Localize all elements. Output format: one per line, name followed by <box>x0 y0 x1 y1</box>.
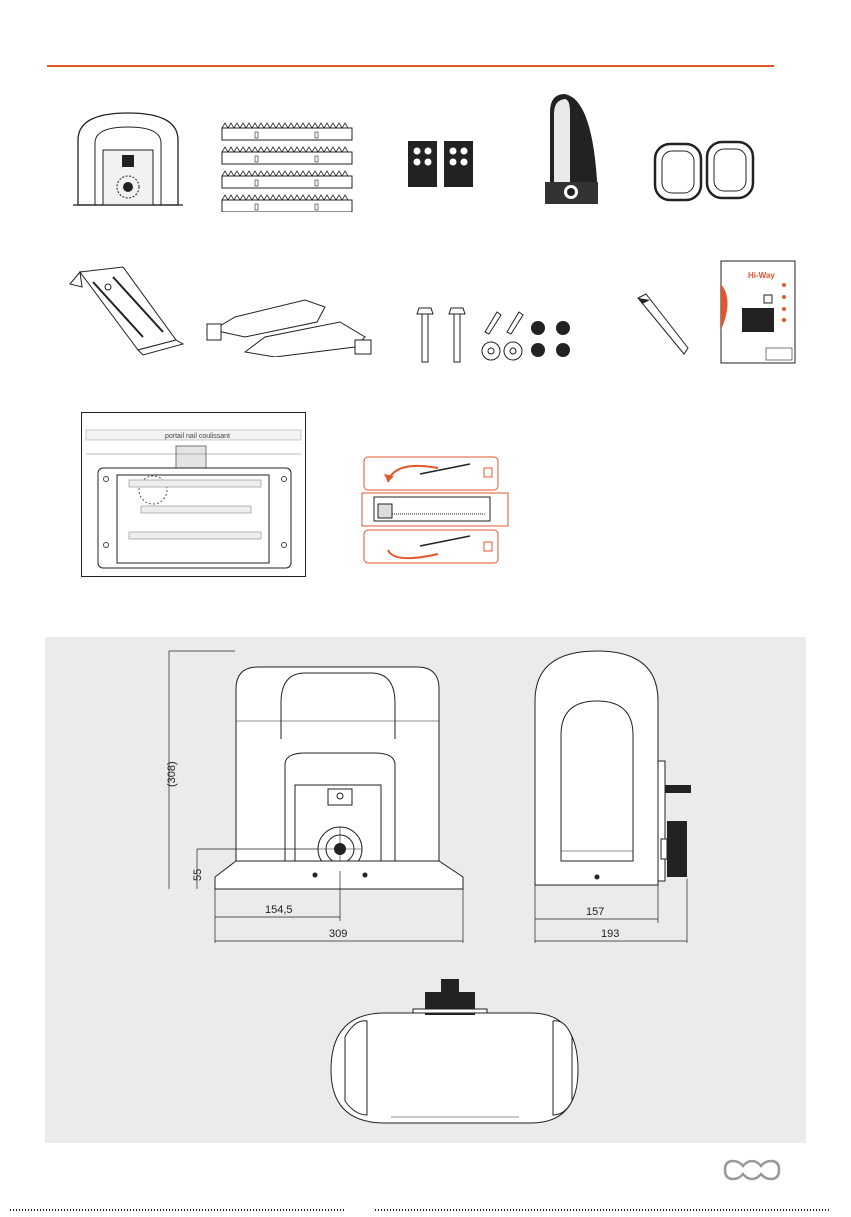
header-rule <box>47 65 774 67</box>
height-dimension: (308) <box>166 761 178 787</box>
photocells-image <box>653 140 755 202</box>
manual-brand: Hi-Way <box>748 271 775 280</box>
front-view-drawing <box>215 667 463 889</box>
motor-unit-image <box>73 105 183 215</box>
manual-release-image <box>360 456 510 566</box>
drilling-template-image: portail nail coulissant <box>81 412 306 577</box>
rack-brackets-image <box>205 292 375 357</box>
template-title: portail nail coulissant <box>165 433 230 440</box>
fixing-kit-image <box>413 306 583 366</box>
side-total-dimension: 193 <box>601 928 619 940</box>
flashing-lamp-image <box>540 92 602 207</box>
side-depth-dimension: 157 <box>586 906 604 918</box>
side-view-drawing <box>535 651 691 885</box>
top-view-drawing <box>331 979 578 1123</box>
gear-racks-image <box>220 122 355 212</box>
release-key-image <box>636 292 692 356</box>
base-height-dimension: 55 <box>192 869 204 881</box>
dimension-drawings-panel: (308) 55 154,5 309 157 193 <box>45 637 806 1143</box>
width-dimension: 309 <box>329 928 347 940</box>
remote-controls-image <box>407 140 475 188</box>
base-plate-image <box>68 262 186 357</box>
half-width-dimension: 154,5 <box>265 904 293 916</box>
page-footer-strip <box>0 1199 851 1203</box>
manual-image: Hi-Way <box>720 260 796 364</box>
brand-logo-icon <box>722 1157 782 1188</box>
